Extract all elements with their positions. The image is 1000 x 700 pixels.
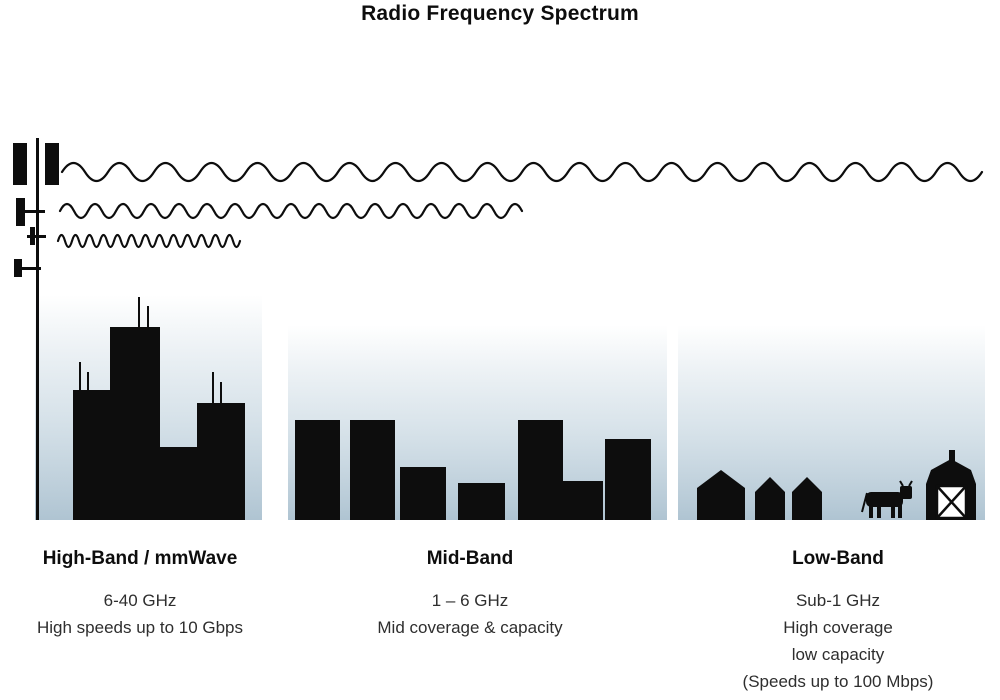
cell-tower-icon [13,138,59,520]
spectrum-graphic [13,138,985,520]
mid-band-details: 1 – 6 GHz Mid coverage & capacity [350,587,590,641]
diagram-title: Radio Frequency Spectrum [361,2,639,25]
high-band-label-block: High-Band / mmWave 6-40 GHz High speeds … [20,548,260,641]
midrise-buildings-icon [295,420,651,520]
house-icon [755,477,785,520]
building [350,420,395,520]
high-band-name: High-Band / mmWave [42,548,238,569]
cow-icon [861,480,913,518]
mid-band-detail: Mid coverage & capacity [377,618,563,637]
low-band-detail: High coverage [783,618,893,637]
mid-band-freq: 1 – 6 GHz [431,591,509,610]
building [605,439,651,520]
high-band-details: 6-40 GHz High speeds up to 10 Gbps [20,587,260,641]
low-band-detail: (Speeds up to 100 Mbps) [742,672,934,691]
low-band-freq: Sub-1 GHz [795,591,881,610]
low-band-label-block: Low-Band Sub-1 GHz High coverage low cap… [713,548,963,695]
building [295,420,340,520]
house-icon [792,477,822,520]
low-band-details: Sub-1 GHz High coverage low capacity (Sp… [713,587,963,695]
building [160,447,197,520]
building [110,327,160,520]
low-band-wave-icon [60,161,984,183]
high-band-wave-icon [56,233,242,249]
building [400,467,446,520]
high-band-freq: 6-40 GHz [103,591,177,610]
building [563,481,603,520]
city-skyline-icon [73,297,245,520]
low-band-detail: low capacity [791,645,885,664]
radio-waves [56,161,984,249]
barn-icon [926,450,976,520]
building [518,420,563,520]
high-band-detail: High speeds up to 10 Gbps [36,618,244,637]
building [197,403,245,520]
mid-band-wave-icon [58,202,524,220]
mid-band-name: Mid-Band [426,548,514,569]
low-band-name: Low-Band [792,548,884,569]
building [458,483,505,520]
mid-band-label-block: Mid-Band 1 – 6 GHz Mid coverage & capaci… [350,548,590,641]
building [73,390,110,520]
house-icon [697,470,745,520]
low-band-rural-icon [697,450,976,520]
